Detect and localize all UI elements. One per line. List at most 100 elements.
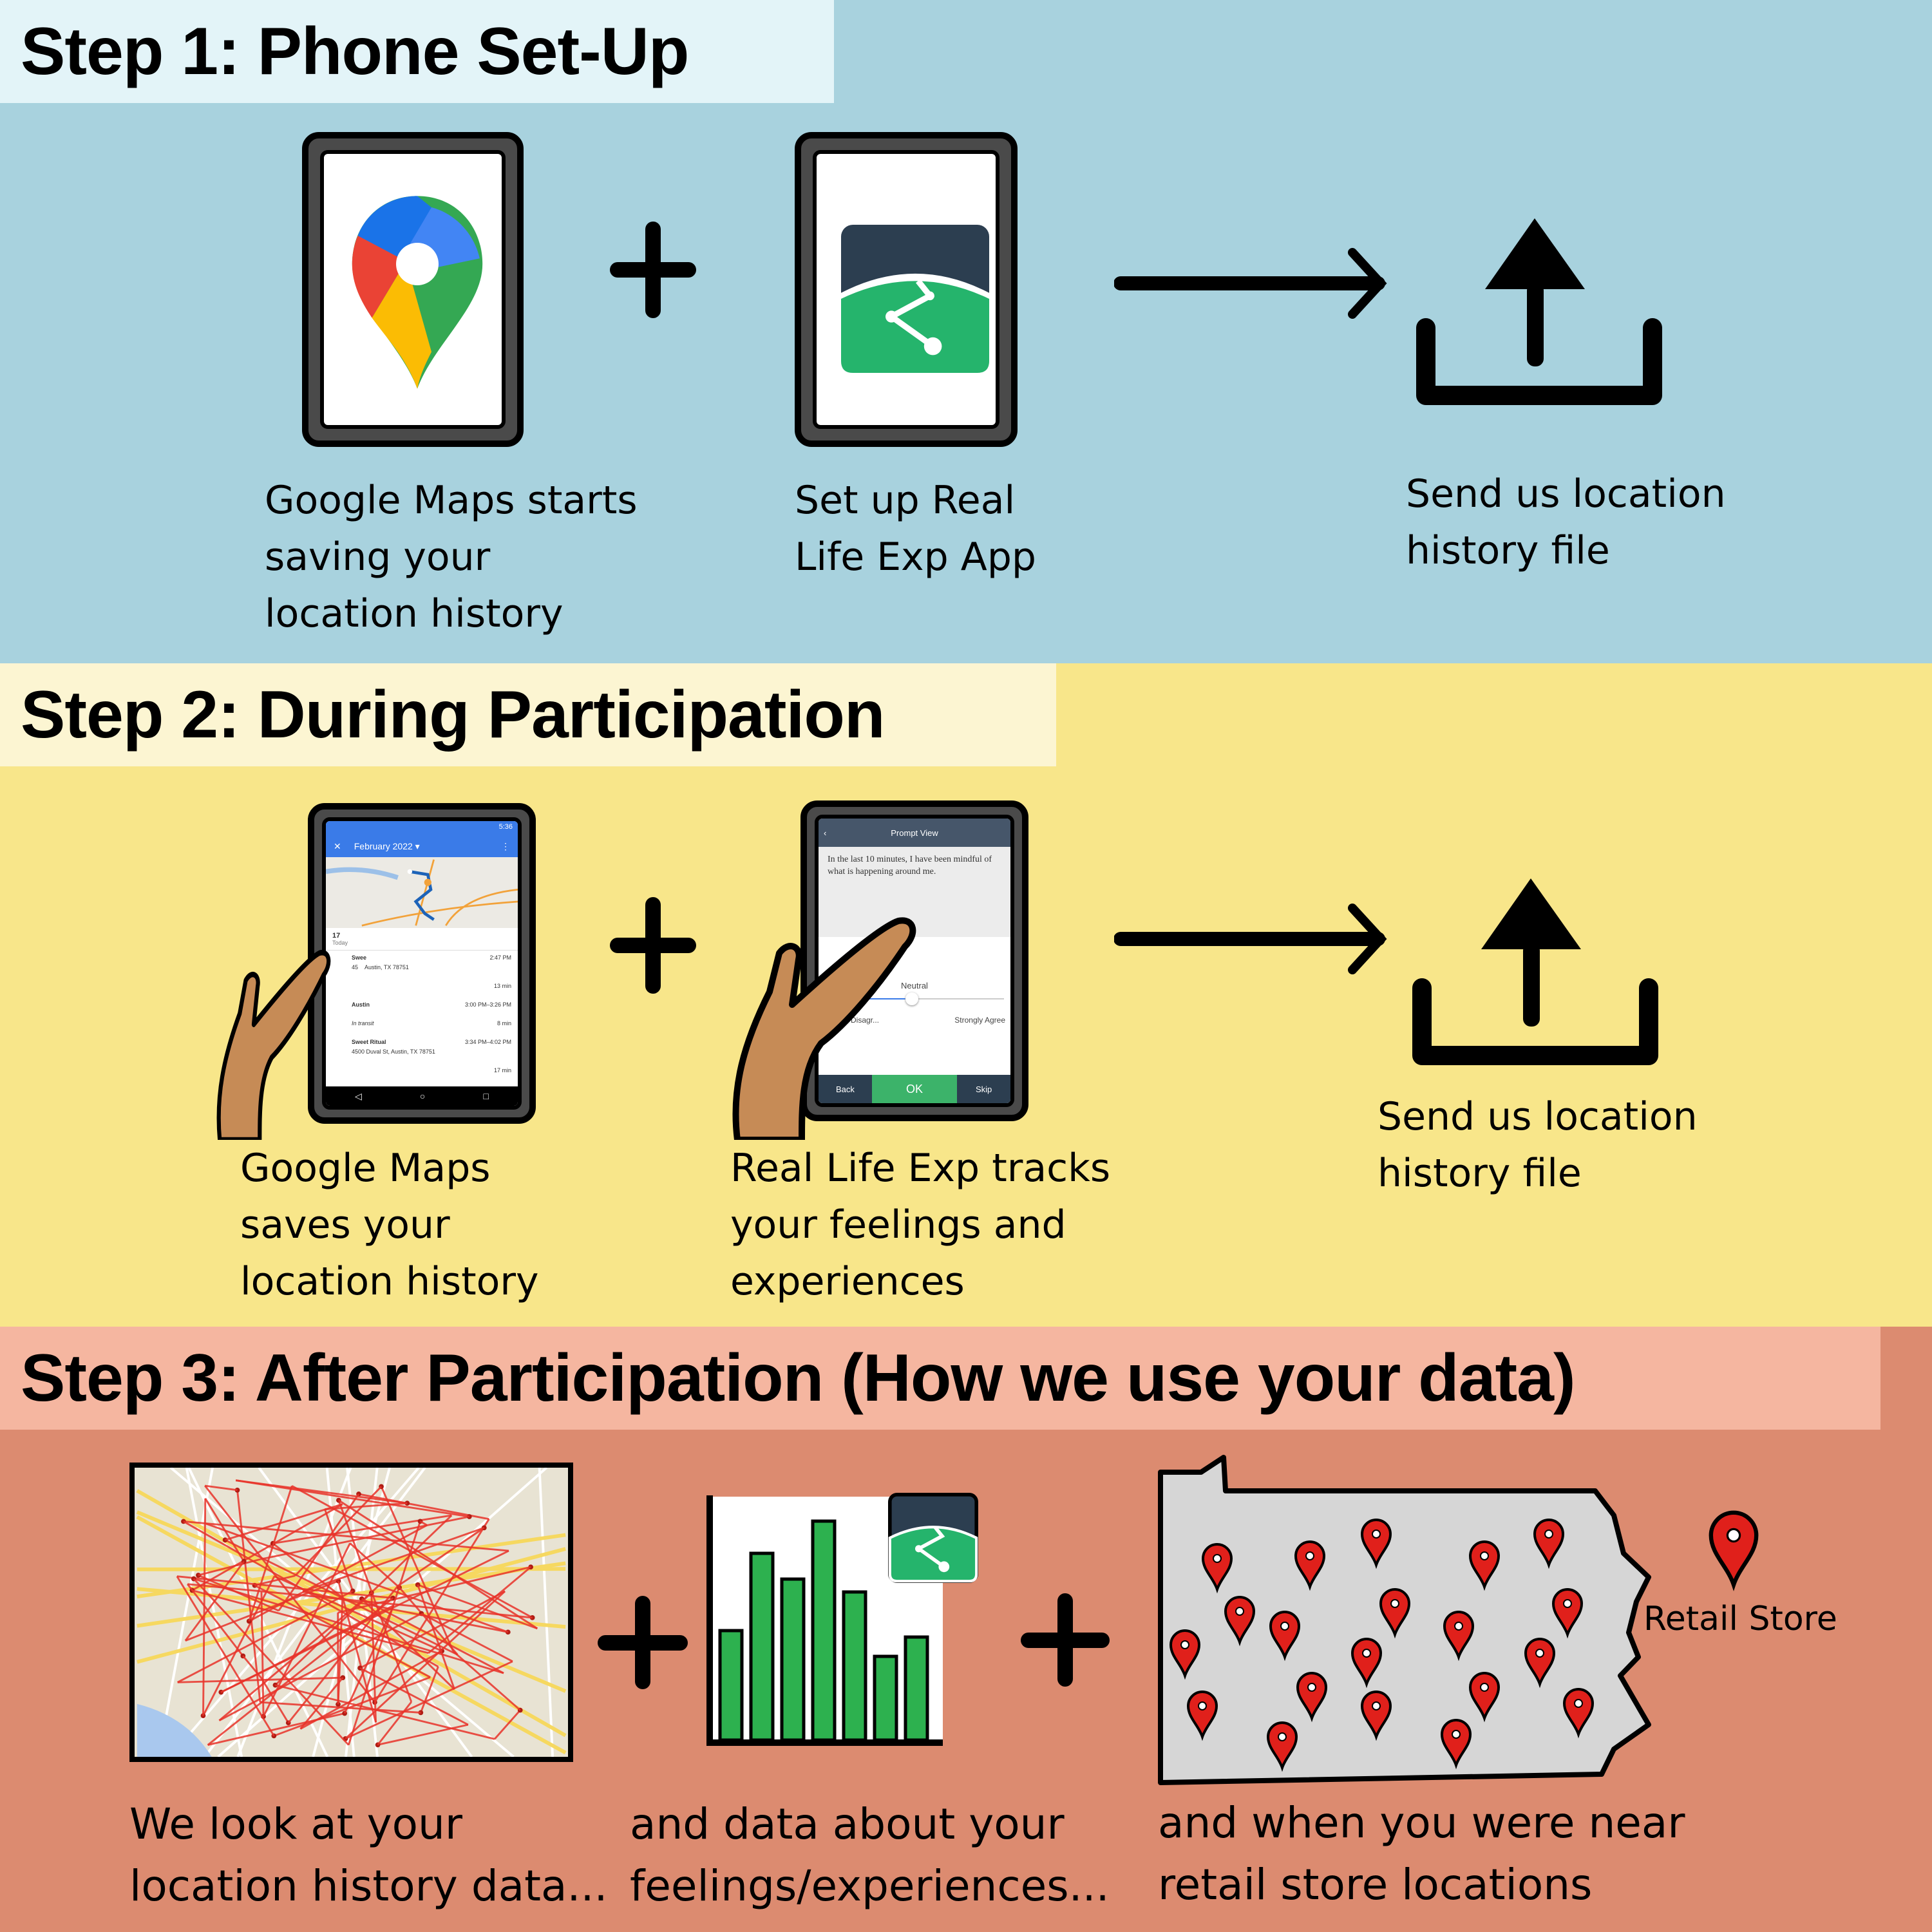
day-number: 17 [332, 932, 341, 940]
step3-title: Step 3: After Participation (How we use … [0, 1327, 1880, 1430]
prompt-footer: Back OK Skip [819, 1075, 1010, 1103]
location-path [278, 1493, 360, 1611]
slider-thumb[interactable] [905, 992, 918, 1005]
location-path [225, 1503, 343, 1541]
location-path [337, 1597, 344, 1705]
location-path [249, 1524, 428, 1622]
month-selector[interactable]: February 2022 ▾ [354, 840, 420, 851]
back-button[interactable]: Back [835, 1084, 855, 1094]
location-path [428, 1566, 532, 1654]
location-path [187, 1583, 533, 1619]
recents-nav-icon[interactable]: □ [483, 1091, 489, 1101]
prompt-header-title: Prompt View [891, 828, 938, 838]
caption-line: feelings/experiences... [630, 1861, 1110, 1911]
location-path [345, 1660, 513, 1740]
location-path [358, 1493, 489, 1520]
duration: 17 min [493, 1067, 511, 1074]
step3-caption-stores: and when you were near retail store loca… [1158, 1792, 1685, 1916]
slider-value-label: Neutral [901, 981, 928, 990]
location-path [359, 1590, 506, 1669]
location-path [260, 1677, 289, 1723]
skip-button[interactable]: Skip [975, 1084, 992, 1094]
back-nav-icon[interactable]: ◁ [355, 1090, 362, 1101]
location-path [338, 1499, 538, 1629]
map-water [137, 1703, 212, 1757]
step1-title: Step 1: Phone Set-Up [0, 0, 834, 103]
place-time: 3:00 PM–3:26 PM [464, 1001, 511, 1008]
location-path [185, 1580, 339, 1642]
caption-line: and when you were near [1158, 1798, 1685, 1848]
location-path [299, 1650, 442, 1730]
place-address: 45 [352, 964, 359, 971]
location-path [205, 1522, 509, 1633]
list-item[interactable]: Austin 3:00 PM–3:26 PM [352, 1000, 511, 1010]
location-path [374, 1519, 490, 1703]
location-path [419, 1520, 428, 1526]
caption-line: Google Maps starts [265, 478, 638, 523]
caption-line: location history data... [129, 1861, 608, 1911]
real-life-exp-app-icon [888, 1493, 978, 1583]
caption-line: history file [1378, 1151, 1582, 1196]
location-path [191, 1503, 343, 1591]
map-street [258, 1468, 473, 1757]
decorative-bar [873, 1654, 898, 1742]
ok-button[interactable]: OK [871, 1075, 958, 1103]
phone-real-life-exp [795, 132, 1018, 447]
location-point [466, 1514, 472, 1519]
back-chevron-icon[interactable]: ‹ [824, 828, 827, 838]
location-path [177, 1676, 343, 1683]
legend-label-retail-store: Retail Store [1643, 1600, 1837, 1638]
place-name: Sweet Ritual [352, 1039, 386, 1045]
plus-icon [610, 222, 696, 318]
close-icon[interactable]: ✕ [334, 840, 341, 851]
location-path [325, 1502, 408, 1511]
location-path [218, 1592, 372, 1721]
decorative-bar [718, 1629, 744, 1742]
location-path [218, 1613, 422, 1721]
plus-icon [610, 897, 696, 994]
location-history-map [129, 1463, 573, 1762]
google-maps-icon [352, 196, 483, 389]
location-path [235, 1479, 408, 1504]
home-nav-icon[interactable]: ○ [419, 1091, 426, 1101]
upload-icon [1412, 878, 1658, 1065]
location-path [220, 1549, 509, 1693]
location-point [234, 1487, 240, 1493]
caption-line: your feelings and [730, 1202, 1066, 1247]
location-path [421, 1613, 513, 1663]
step1-caption-upload: Send us location history file [1406, 466, 1726, 579]
plus-icon [1021, 1593, 1110, 1687]
step2-caption-upload: Send us location history file [1378, 1088, 1698, 1202]
caption-line: Send us location [1378, 1094, 1698, 1139]
more-icon[interactable]: ⋮ [501, 840, 510, 851]
place-name: Austin [352, 1001, 370, 1008]
location-path [262, 1542, 351, 1718]
step3-caption-location: We look at your location history data... [129, 1794, 607, 1917]
location-path [176, 1575, 275, 1737]
duration: 8 min [497, 1020, 511, 1027]
location-path [287, 1585, 399, 1724]
location-path [419, 1666, 439, 1713]
step1-caption-maps: Google Maps starts saving your location … [265, 472, 638, 642]
duration: 13 min [493, 983, 511, 989]
location-path [324, 1509, 354, 1591]
location-path [207, 1712, 345, 1747]
step3-caption-feelings: and data about your feelings/experiences… [630, 1794, 1110, 1917]
location-path [273, 1676, 431, 1737]
hand-icon [732, 917, 916, 1140]
real-life-exp-app-icon [841, 225, 989, 373]
location-path [302, 1527, 485, 1593]
location-path [291, 1485, 533, 1619]
location-path [193, 1578, 504, 1674]
place-time: 2:47 PM [489, 954, 511, 961]
location-path [370, 1593, 377, 1723]
caption-line: We look at your [129, 1799, 462, 1849]
caption-line: history file [1406, 528, 1610, 573]
decorative-bar [811, 1519, 837, 1742]
place-address: Austin, TX 78751 [365, 964, 409, 971]
decorative-bar [842, 1590, 867, 1742]
